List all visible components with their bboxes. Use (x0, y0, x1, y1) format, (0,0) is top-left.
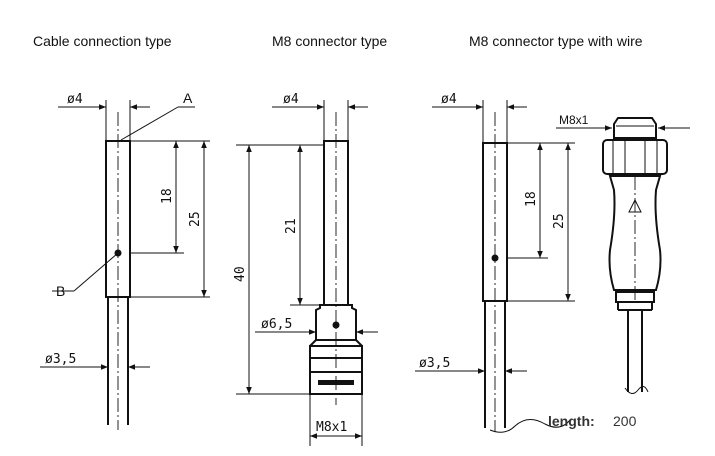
m8-nut-chamfer (309, 339, 317, 347)
connector-cap (613, 117, 657, 139)
cable-dia-bottom-label: ø3,5 (45, 352, 76, 367)
m8-female-connector: M8x1 (556, 113, 690, 394)
connector-body (608, 175, 662, 291)
m8-wire-type-drawing: ø4 18 25 ø3,5 M8x1 (415, 92, 690, 433)
m8-dia-mid-label: ø6,5 (261, 317, 292, 332)
m8wire-dim-18-label: 18 (524, 191, 539, 207)
m8wire-dim-25-label: 25 (552, 213, 567, 229)
m8wire-dia-bottom-label: ø3,5 (419, 356, 450, 371)
m8-nut-chamfer (355, 339, 363, 347)
cable-dia-top-label: ø4 (67, 92, 83, 107)
cable-type-drawing: ø4 A 18 25 B ø3,5 (40, 90, 210, 430)
connector-ring (615, 291, 655, 303)
leader-b (73, 252, 119, 292)
wire-break (624, 386, 649, 394)
m8-center-dot (332, 321, 340, 329)
label-b: B (56, 283, 65, 299)
title-m8-connector-wire: M8 connector type with wire (469, 33, 643, 49)
length-value: 200 (613, 413, 637, 429)
leader-a (120, 106, 179, 141)
cable-dim-18-label: 18 (160, 188, 175, 204)
label-a: A (183, 90, 193, 106)
m8-type-drawing: ø4 21 40 ø6,5 M8x1 (233, 92, 378, 446)
m8wire-dia-top-label: ø4 (441, 92, 457, 107)
length-leader (489, 419, 571, 433)
m8-thread-label: M8x1 (316, 420, 347, 435)
m8-dim-40-label: 40 (233, 266, 248, 282)
m8-dia-top-label: ø4 (283, 92, 299, 107)
cable-dim-25-label: 25 (188, 211, 203, 227)
length-label: length: (548, 413, 595, 429)
m8-dim-21-label: 21 (284, 218, 299, 234)
title-m8-connector: M8 connector type (272, 33, 387, 49)
m8wire-thread-label: M8x1 (559, 113, 589, 127)
title-cable-connection: Cable connection type (33, 33, 172, 49)
m8wire-marker-dot (491, 254, 499, 262)
connector-knurl (602, 139, 668, 175)
